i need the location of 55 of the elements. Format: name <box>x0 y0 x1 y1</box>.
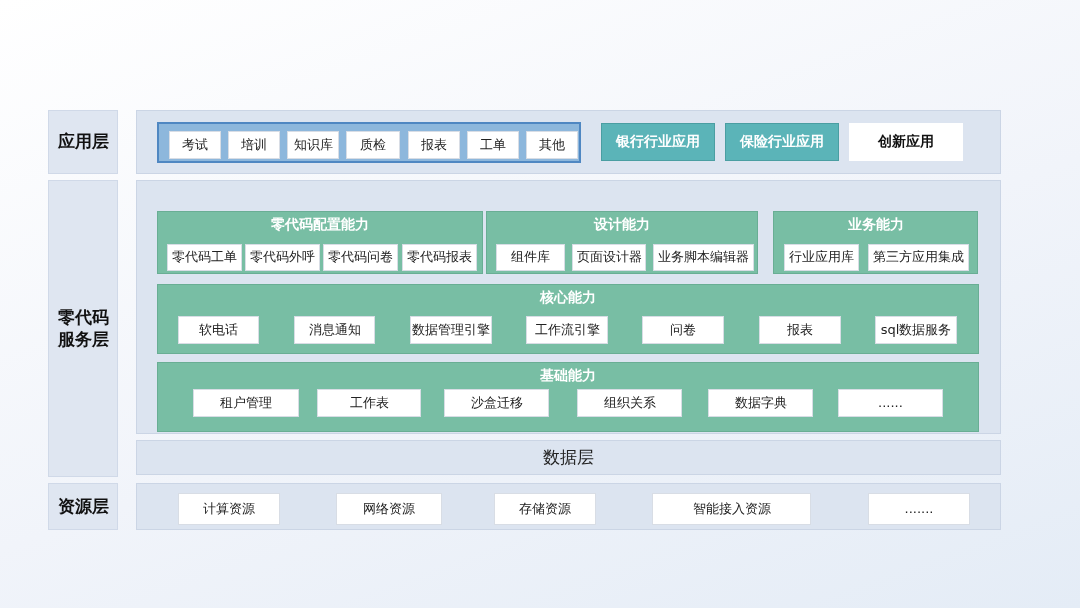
app-group-box <box>157 122 581 163</box>
module-box: ...... <box>838 389 943 417</box>
module-box: 页面设计器 <box>572 244 646 271</box>
module-box: 数据管理引擎 <box>410 316 492 344</box>
data-layer-band: 数据层 <box>136 440 1001 475</box>
app-box: 创新应用 <box>849 123 963 161</box>
capability-panel <box>157 211 483 274</box>
module-box: 工单 <box>467 131 519 159</box>
module-box: 零代码报表 <box>402 244 477 271</box>
module-box: 质检 <box>346 131 400 159</box>
module-box: 报表 <box>759 316 841 344</box>
module-box: 其他 <box>526 131 578 159</box>
module-box: 培训 <box>228 131 280 159</box>
capability-panel <box>486 211 758 274</box>
module-box: 沙盒迁移 <box>444 389 549 417</box>
module-box: 存储资源 <box>494 493 596 525</box>
module-box: ....... <box>868 493 970 525</box>
module-box: 报表 <box>408 131 460 159</box>
module-box: 智能接入资源 <box>652 493 811 525</box>
module-box: 业务脚本编辑器 <box>653 244 754 271</box>
module-box: 问卷 <box>642 316 724 344</box>
module-box: sql数据服务 <box>875 316 957 344</box>
module-box: 知识库 <box>287 131 339 159</box>
module-box: 租户管理 <box>193 389 299 417</box>
industry-app-box: 银行行业应用 <box>601 123 715 161</box>
module-box: 行业应用库 <box>784 244 859 271</box>
module-box: 考试 <box>169 131 221 159</box>
panel-heading: 零代码配置能力 <box>270 216 370 234</box>
module-box: 零代码外呼 <box>245 244 320 271</box>
module-box: 零代码问卷 <box>323 244 398 271</box>
module-box: 工作流引擎 <box>526 316 608 344</box>
module-box: 数据字典 <box>708 389 813 417</box>
module-box: 第三方应用集成 <box>868 244 969 271</box>
layer-label-box: 零代码服务层 <box>48 180 118 477</box>
module-box: 计算资源 <box>178 493 280 525</box>
capability-panel <box>773 211 978 274</box>
module-box: 组件库 <box>496 244 565 271</box>
industry-app-box: 保险行业应用 <box>725 123 839 161</box>
module-box: 零代码工单 <box>167 244 242 271</box>
module-box: 软电话 <box>178 316 259 344</box>
layer-panel <box>136 483 1001 530</box>
layer-label-box: 应用层 <box>48 110 118 174</box>
module-box: 工作表 <box>317 389 421 417</box>
module-box: 消息通知 <box>294 316 375 344</box>
module-box: 组织关系 <box>577 389 682 417</box>
layer-panel <box>136 110 1001 174</box>
panel-heading: 核心能力 <box>539 289 597 307</box>
panel-heading: 业务能力 <box>846 216 905 234</box>
panel-heading: 设计能力 <box>592 216 651 234</box>
capability-panel <box>157 284 979 354</box>
module-box: 网络资源 <box>336 493 442 525</box>
layer-label-box: 资源层 <box>48 483 118 530</box>
layer-panel <box>136 180 1001 434</box>
panel-heading: 基础能力 <box>539 367 597 385</box>
capability-panel <box>157 362 979 432</box>
